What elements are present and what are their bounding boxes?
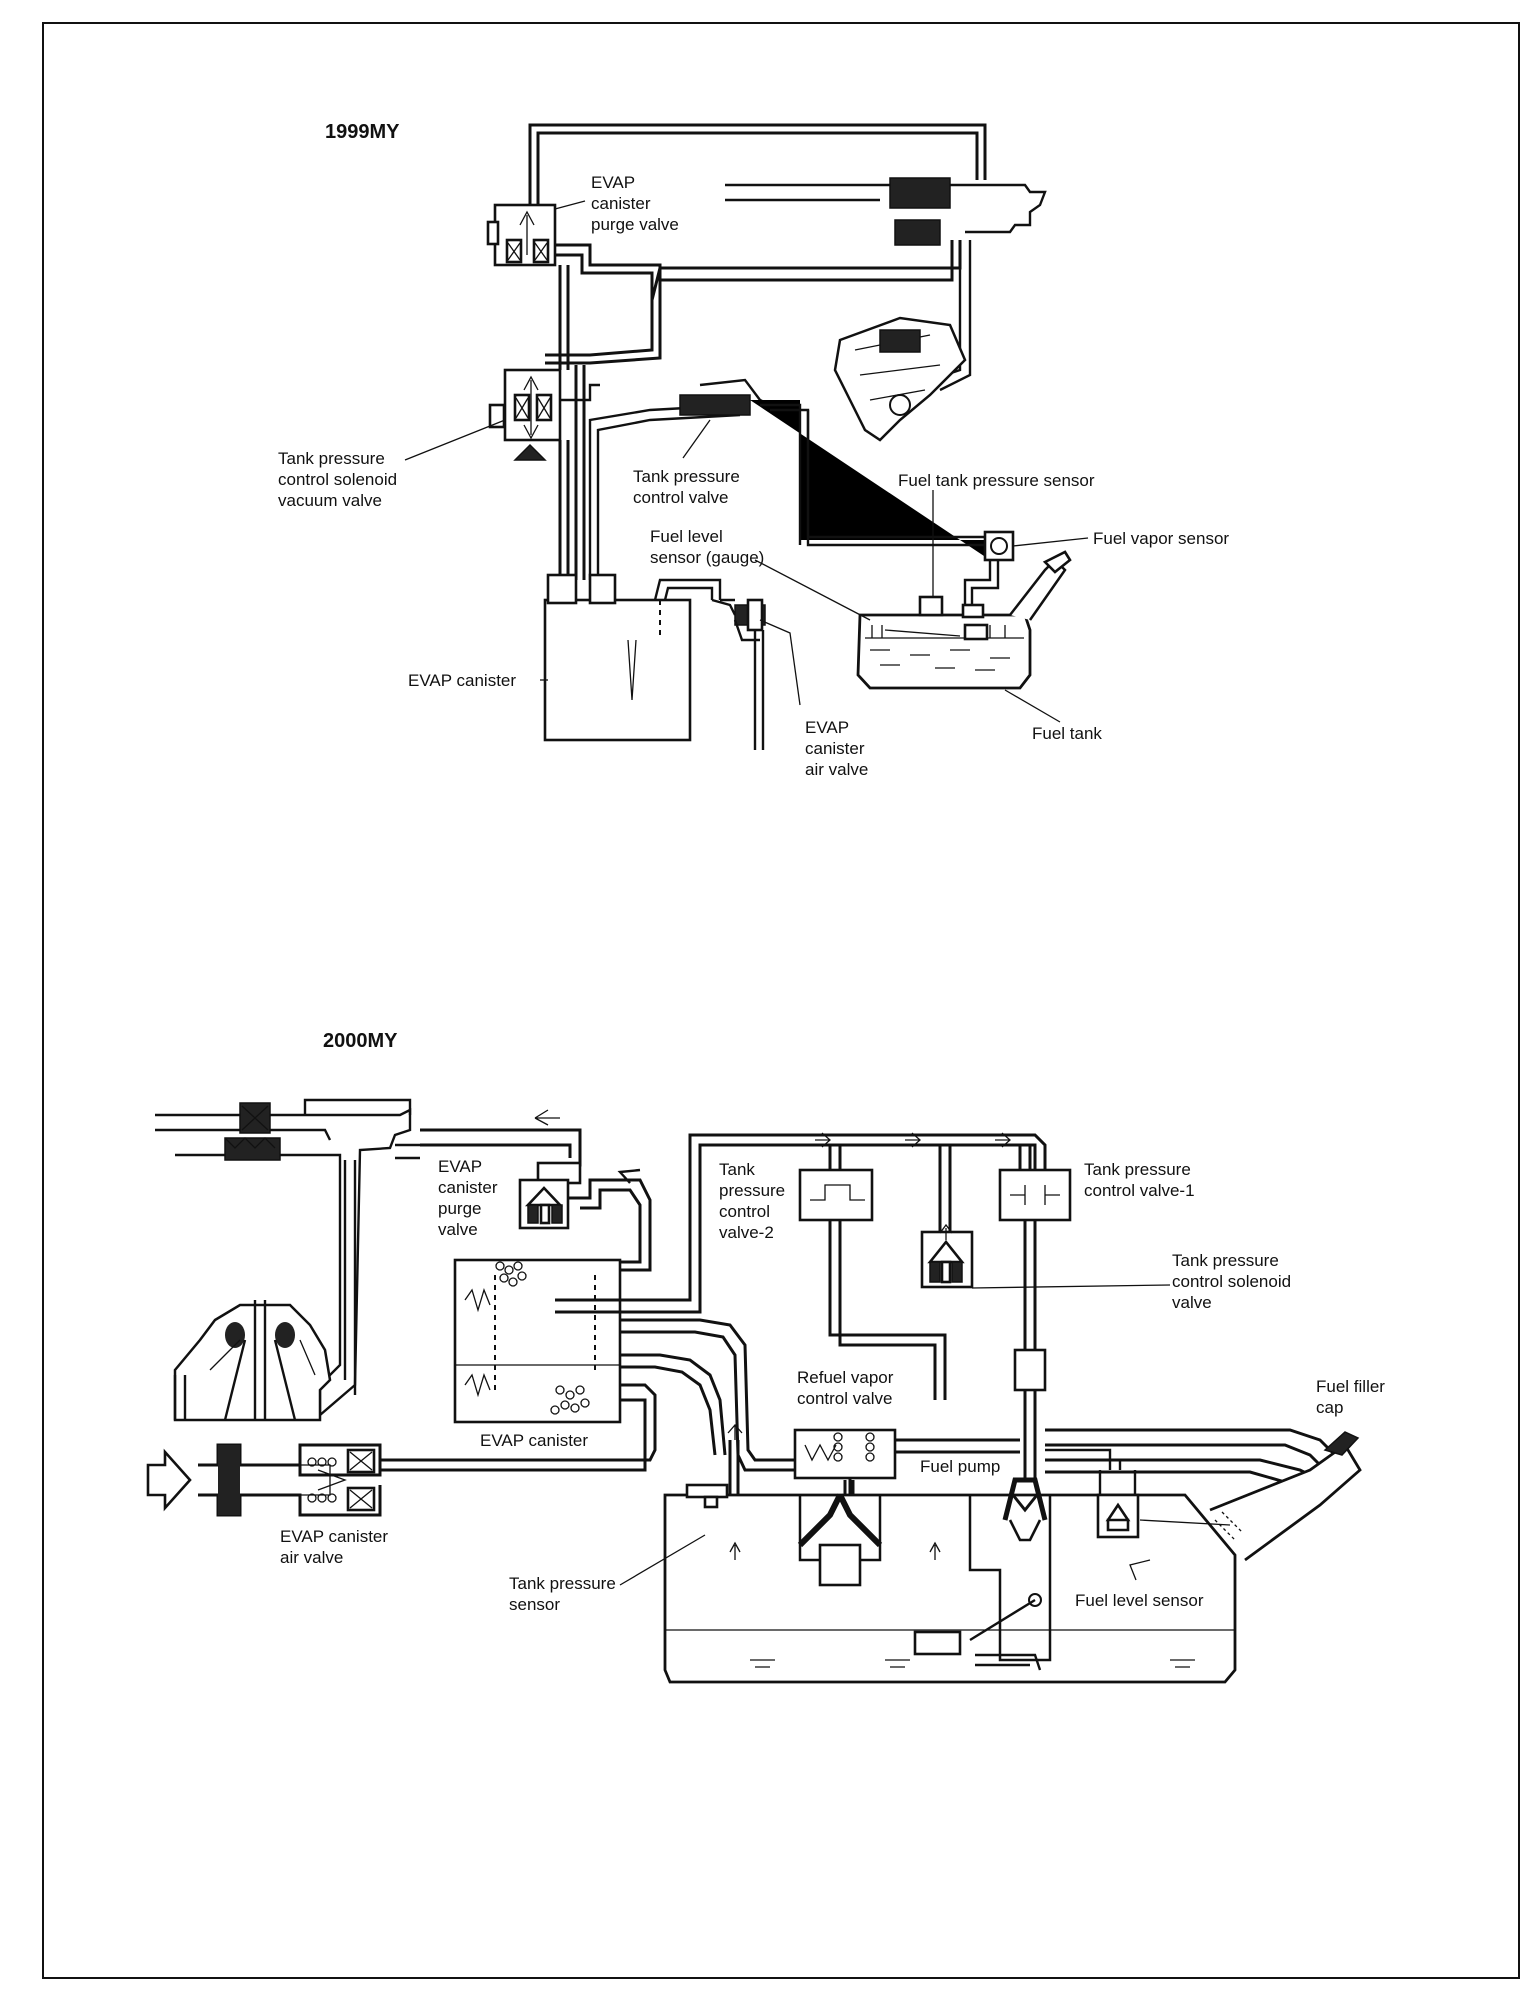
diagram-2000	[146, 1098, 1362, 1684]
purge-valve-1999	[486, 203, 557, 267]
label-evap-canister-1999: EVAP canister	[408, 671, 517, 690]
label-tank-pressure-control-valve-1-2000: Tank pressure control valve-1	[1084, 1160, 1195, 1200]
fuel-level-sensor-2000	[1045, 1448, 1140, 1539]
purge-valve-2000	[420, 1109, 652, 1272]
tank-pressure-sensor-2000	[685, 1483, 729, 1499]
pipe-purge-to-intake	[528, 123, 987, 205]
tank-pressure-control-valve-1999	[588, 378, 990, 580]
label-purge-valve-2000: EVAP canister purge valve	[438, 1157, 498, 1239]
label-tank-pressure-control-valve-1999: Tank pressure control valve	[633, 467, 740, 507]
fuel-tank-1999	[856, 550, 1072, 690]
label-solenoid-vacuum-valve-1999: Tank pressure control solenoid vacuum va…	[278, 449, 398, 510]
carbon-granules-bottom	[550, 1385, 590, 1415]
fuel-tank-2000	[663, 1448, 1237, 1684]
label-evap-air-valve-1999: EVAP canister air valve	[805, 718, 869, 779]
fuel-pump-2000	[913, 1477, 1052, 1671]
label-solenoid-valve-2000: Tank pressure control solenoid valve	[1172, 1251, 1292, 1312]
fuel-vapor-sensor-1999	[963, 530, 1015, 610]
label-tank-pressure-sensor-2000: Tank pressure sensor	[509, 1574, 616, 1614]
pipe-purge-to-solenoid	[558, 265, 570, 370]
engine-icon	[833, 316, 967, 442]
label-fuel-level-sensor-2000: Fuel level sensor	[1075, 1591, 1204, 1610]
label-purge-valve-1999: EVAP canister purge valve	[591, 173, 679, 234]
carbon-granules-top	[495, 1261, 527, 1287]
leader-lines-1999	[404, 200, 1089, 723]
label-refuel-vapor-control-valve-2000: Refuel vapor control valve	[797, 1368, 894, 1408]
diagram-1999	[404, 123, 1089, 750]
engine-2000	[173, 1300, 332, 1422]
label-fuel-vapor-sensor-1999: Fuel vapor sensor	[1093, 529, 1230, 548]
air-inlet-arrow-icon	[146, 1448, 192, 1512]
tank-pressure-sensor-1999	[918, 595, 944, 617]
tank-pressure-control-valve-1-2000	[998, 1168, 1072, 1480]
page-border	[42, 22, 1520, 1979]
label-fuel-level-sensor-1999: Fuel level sensor (gauge)	[650, 527, 765, 567]
evap-canister-2000	[453, 1258, 622, 1424]
label-fuel-pump-2000: Fuel pump	[920, 1457, 1001, 1476]
leader-lines-2000	[619, 1519, 1231, 1586]
refuel-vapor-control-valve-2000	[793, 1428, 1020, 1502]
evap-canister-1999	[543, 573, 722, 742]
throttle-body-icon	[889, 177, 951, 209]
evap-air-valve-2000	[146, 1383, 657, 1517]
label-tank-pressure-control-valve-2-2000: Tank pressure control valve-2	[719, 1160, 786, 1242]
intake-valve-icon	[894, 219, 941, 246]
rollover-valve	[797, 1493, 883, 1587]
tank-pressure-control-solenoid-valve-2000	[920, 1200, 1171, 1289]
evap-air-valve-1999	[711, 598, 766, 750]
intake-manifold-2000	[155, 1098, 420, 1418]
pipe-purge-to-intake-lower	[545, 240, 962, 365]
label-fuel-filler-cap-2000: Fuel filler cap	[1316, 1377, 1385, 1417]
label-evap-air-valve-2000: EVAP canister air valve	[280, 1527, 389, 1567]
pipes-to-canister	[558, 365, 586, 580]
diagram-2000-title: 2000MY	[323, 1030, 398, 1052]
diagram-1999-title: 1999MY	[325, 121, 400, 143]
label-evap-canister-2000: EVAP canister	[480, 1431, 589, 1450]
label-fuel-tank-1999: Fuel tank	[1032, 724, 1102, 743]
pipes-canister-to-valves-2000	[620, 1132, 1047, 1314]
label-fuel-tank-pressure-sensor-1999: Fuel tank pressure sensor	[898, 471, 1095, 490]
tank-pressure-control-valve-2-2000	[798, 1168, 947, 1400]
filler-neck-2000	[1045, 1428, 1362, 1562]
